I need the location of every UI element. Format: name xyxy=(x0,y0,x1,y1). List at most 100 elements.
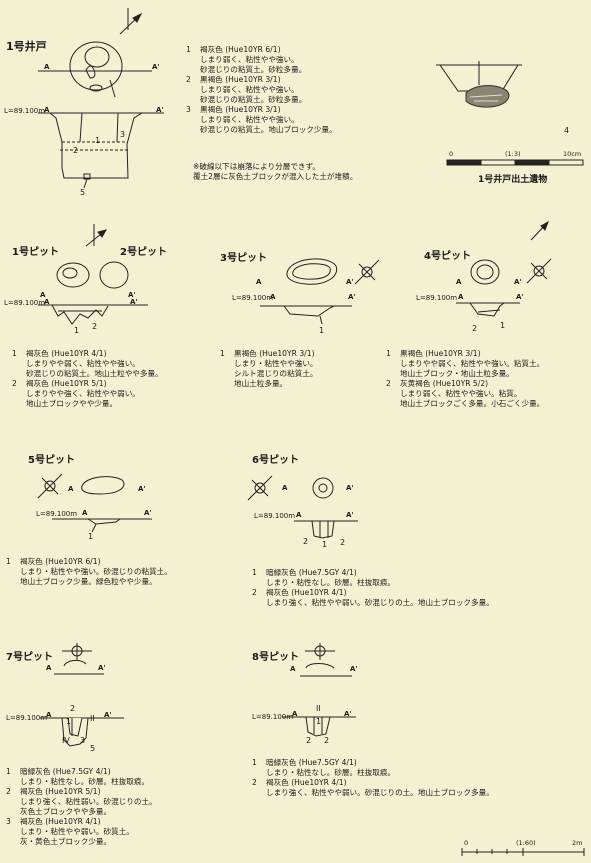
pit7-label-3: 3 xyxy=(80,736,86,745)
pit6-label-1: 1 xyxy=(322,540,328,549)
scale-label-0: 0 xyxy=(464,839,469,847)
pit4-label-2: 2 xyxy=(472,324,478,333)
well-plan-outer xyxy=(69,41,123,91)
pit5-section-a-2: A xyxy=(82,509,88,517)
pit7-section-a-2: A xyxy=(46,711,52,719)
artifact-scale-0: 0 xyxy=(449,150,454,158)
artifact-scale-bar xyxy=(446,159,584,166)
pit7-label-II: II xyxy=(90,714,95,723)
target-icon-6 xyxy=(247,475,273,501)
pit8-section-a: A xyxy=(290,665,296,673)
scale-ratio: (1:60) xyxy=(516,839,536,847)
pit4-title: 4号ピット xyxy=(424,251,471,262)
pit3-section-a: A xyxy=(256,278,262,286)
artifact-scale-10: 10cm xyxy=(563,150,582,158)
pit8-section-b: A' xyxy=(350,665,358,673)
pit4-label-1: 1 xyxy=(500,321,506,330)
pit12-level: L=89.100m xyxy=(4,299,46,307)
pit12-drawing xyxy=(38,224,148,325)
well-layer-label-3: 3 xyxy=(120,130,126,139)
pit4-drawing xyxy=(456,220,552,317)
well-level: L=89.100m xyxy=(4,107,46,115)
well-section-a: A xyxy=(44,63,50,71)
pit6-level: L=89.100m xyxy=(254,512,296,520)
pit5-level: L=89.100m xyxy=(36,510,78,518)
well-title: 1号井戸 xyxy=(6,40,47,53)
well-plan-inner xyxy=(84,46,110,68)
pit6-section-b-2: A' xyxy=(346,511,354,519)
pit8-drawing xyxy=(282,643,356,737)
north-arrow-icon xyxy=(119,8,143,35)
target-icon-5 xyxy=(37,473,63,499)
pit8-section-b-2: A' xyxy=(344,710,352,718)
well-section-b-2: A' xyxy=(156,106,164,114)
pit5-drawing xyxy=(37,473,152,533)
pit12-section-a: A xyxy=(40,291,46,299)
pit6-drawing xyxy=(247,475,358,539)
pit7-section-b-2: A' xyxy=(104,711,112,719)
pit12-section-b: A' xyxy=(128,291,136,299)
well-section-a-2: A xyxy=(44,106,50,114)
well-layer-label-5: 5 xyxy=(80,188,86,197)
pit7-section-a: A xyxy=(46,664,52,672)
pit12-label-2: 2 xyxy=(92,322,98,331)
pit4-section-b: A' xyxy=(514,278,522,286)
pit7-drawing xyxy=(40,643,124,747)
pit8-label-II: II xyxy=(316,704,321,713)
pit8-section-a-2: A xyxy=(292,710,298,718)
pit8-title: 8号ピット xyxy=(252,652,299,663)
pit7-label-5: 5 xyxy=(90,744,96,753)
well-section-b: A' xyxy=(152,63,160,71)
pit5-section-b: A' xyxy=(138,485,146,493)
target-icon-8 xyxy=(305,643,335,660)
pit7-label-IV: IV xyxy=(62,736,70,745)
pit6-section-a: A xyxy=(282,484,288,492)
well-layer-label-1: 1 xyxy=(95,136,101,145)
artifact-caption: 1号井戸出土遺物 xyxy=(478,175,548,185)
pit5-label-1: 1 xyxy=(88,532,94,541)
pit7-level: L=89.100m xyxy=(6,714,48,722)
pit7-label-1: 1 xyxy=(66,717,72,726)
pit7-section-b: A' xyxy=(98,664,106,672)
well-note: ※破線以下は崩落により分層できず。 覆土2層に灰色土ブロックが混入した土が堆積。 xyxy=(193,162,358,181)
pit8-label-1: 1 xyxy=(316,717,322,726)
pit3-section-b: A' xyxy=(346,278,354,286)
pit6-title: 6号ピット xyxy=(252,455,299,466)
pit8-label-2b: 2 xyxy=(324,736,330,745)
pit3-section-a-2: A xyxy=(270,293,276,301)
pit7-label-2: 2 xyxy=(70,704,76,713)
pit1-title: 1号ピット xyxy=(12,247,59,258)
pit7-title: 7号ピット xyxy=(6,652,53,663)
pit12-section-b-2: A' xyxy=(130,298,138,306)
pit3-drawing xyxy=(260,258,380,325)
pit3-title: 3号ピット xyxy=(220,253,267,264)
pit12-section-a-2: A xyxy=(44,298,50,306)
pit6-label-2a: 2 xyxy=(303,537,309,546)
pit2-title: 2号ピット xyxy=(120,247,167,258)
scale-bar xyxy=(461,848,585,856)
well-layer-label-2: 2 xyxy=(73,146,79,155)
pit4-level: L=89.100m xyxy=(416,294,458,302)
target-icon-4 xyxy=(526,258,552,284)
pit3-level: L=89.100m xyxy=(232,294,274,302)
well-drawing xyxy=(38,8,164,189)
pit4-section-a: A xyxy=(456,278,462,286)
pit5-title: 5号ピット xyxy=(28,455,75,466)
pit3-label-1: 1 xyxy=(319,326,325,335)
artifact-scale-ratio: (1:3) xyxy=(505,150,521,158)
target-icon-7 xyxy=(62,643,92,660)
scale-label-max: 2m xyxy=(572,839,583,847)
pit5-section-a: A xyxy=(68,485,74,493)
pit6-label-2b: 2 xyxy=(340,538,346,547)
pit3-section-b-2: A' xyxy=(348,293,356,301)
target-icon-3 xyxy=(354,259,380,285)
